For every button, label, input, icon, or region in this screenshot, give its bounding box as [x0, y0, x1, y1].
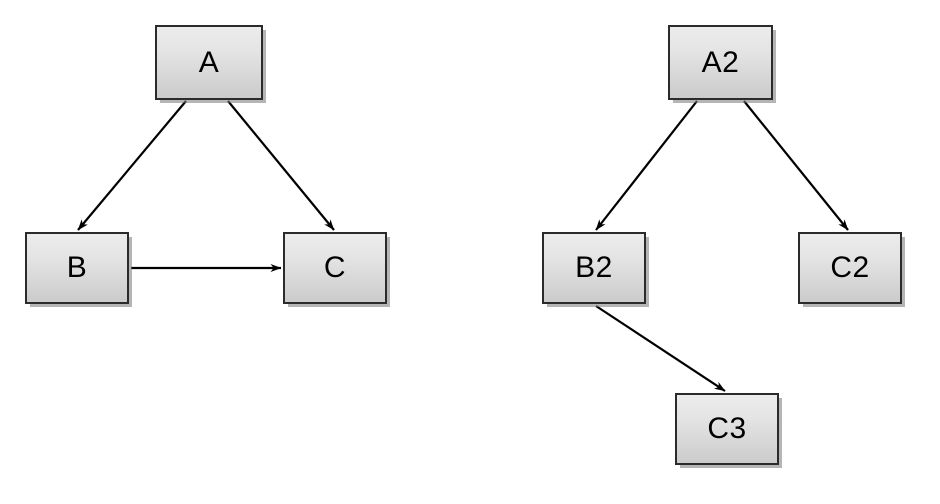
node-c2[interactable]: C2	[798, 232, 902, 304]
edges	[77, 100, 849, 392]
node-a[interactable]: A	[155, 25, 263, 100]
node-label: A	[198, 45, 220, 79]
edge-b2-c3[interactable]	[595, 305, 726, 392]
edge-a-b[interactable]	[77, 100, 187, 231]
edge-a2-c2[interactable]	[743, 100, 849, 231]
node-label: C3	[707, 412, 747, 445]
node-label: B2	[575, 251, 613, 284]
node-label: C2	[830, 251, 870, 284]
node-c3[interactable]: C3	[675, 393, 779, 465]
edge-a2-b2[interactable]	[595, 100, 698, 231]
node-c[interactable]: C	[283, 232, 387, 304]
node-b2[interactable]: B2	[542, 232, 646, 304]
node-label: A2	[701, 45, 740, 79]
node-label: C	[323, 251, 347, 284]
node-label: B	[66, 251, 88, 284]
node-b[interactable]: B	[25, 232, 129, 304]
edge-a-c[interactable]	[227, 100, 335, 231]
node-a2[interactable]: A2	[668, 25, 773, 100]
